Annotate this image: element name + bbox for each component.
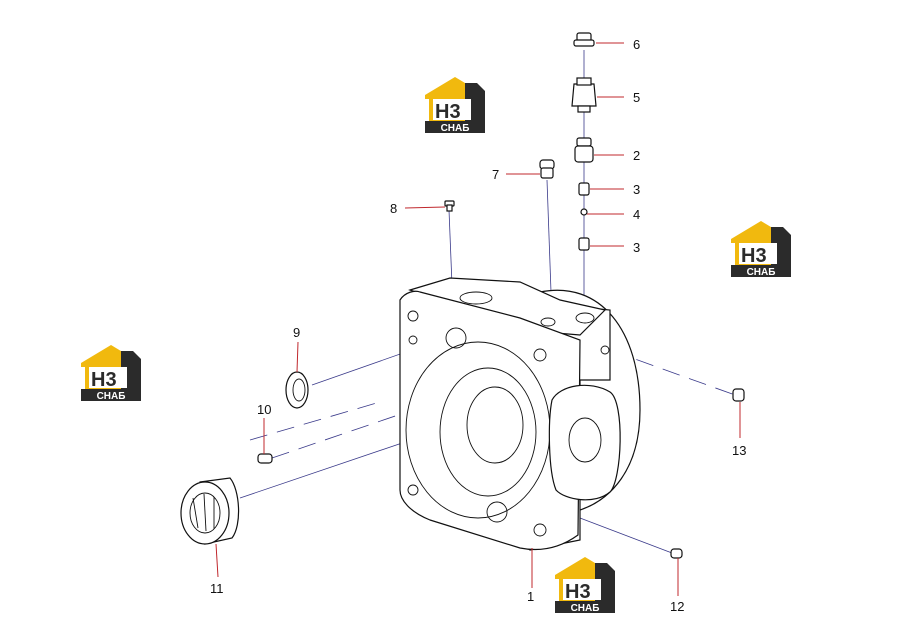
callout-12: 12 (670, 599, 684, 614)
part-10-pin (257, 453, 273, 464)
part-7-plug (539, 159, 555, 179)
part-12-plug (670, 548, 683, 559)
callout-6: 6 (633, 37, 640, 52)
logo-letters: H3 (91, 369, 117, 391)
watermark-logo-top: H3 СНАБ (425, 77, 485, 134)
housing-part-1 (399, 277, 641, 551)
logo-caption: СНАБ (571, 603, 600, 614)
logo-caption: СНАБ (441, 123, 470, 134)
callout-7: 7 (492, 167, 499, 182)
logo-caption: СНАБ (747, 267, 776, 278)
callout-5: 5 (633, 90, 640, 105)
part-8-screw (444, 200, 455, 212)
part-13-plug (732, 388, 745, 402)
part-11-bearing (180, 477, 240, 545)
part-5-nut (571, 77, 597, 113)
callout-11: 11 (210, 581, 224, 596)
callout-10: 10 (257, 402, 271, 417)
watermark-logo-bottom: H3 СНАБ (555, 557, 615, 614)
callout-3-lower: 3 (633, 240, 640, 255)
leader-lines (215, 42, 741, 596)
callout-13: 13 (732, 443, 746, 458)
logo-letters: H3 (741, 245, 767, 267)
callout-1: 1 (527, 589, 534, 604)
part-9-seal (285, 371, 309, 409)
part-3-lower-seat (578, 237, 590, 251)
part-4-ball (580, 208, 588, 216)
watermark-logo-left: H3 СНАБ (81, 345, 141, 402)
callout-8: 8 (390, 201, 397, 216)
watermark-logo-right: H3 СНАБ (731, 221, 791, 278)
part-3-upper-seat (578, 182, 590, 196)
callout-4: 4 (633, 207, 640, 222)
callout-2: 2 (633, 148, 640, 163)
part-6-cap (573, 32, 595, 47)
callout-3-upper: 3 (633, 182, 640, 197)
callout-labels: 6 5 2 7 3 8 4 3 9 10 13 11 1 12 (210, 37, 746, 614)
part-2-valve (574, 137, 594, 163)
callout-9: 9 (293, 325, 300, 340)
logo-letters: H3 (435, 101, 461, 123)
logo-letters: H3 (565, 581, 591, 603)
logo-caption: СНАБ (97, 391, 126, 402)
